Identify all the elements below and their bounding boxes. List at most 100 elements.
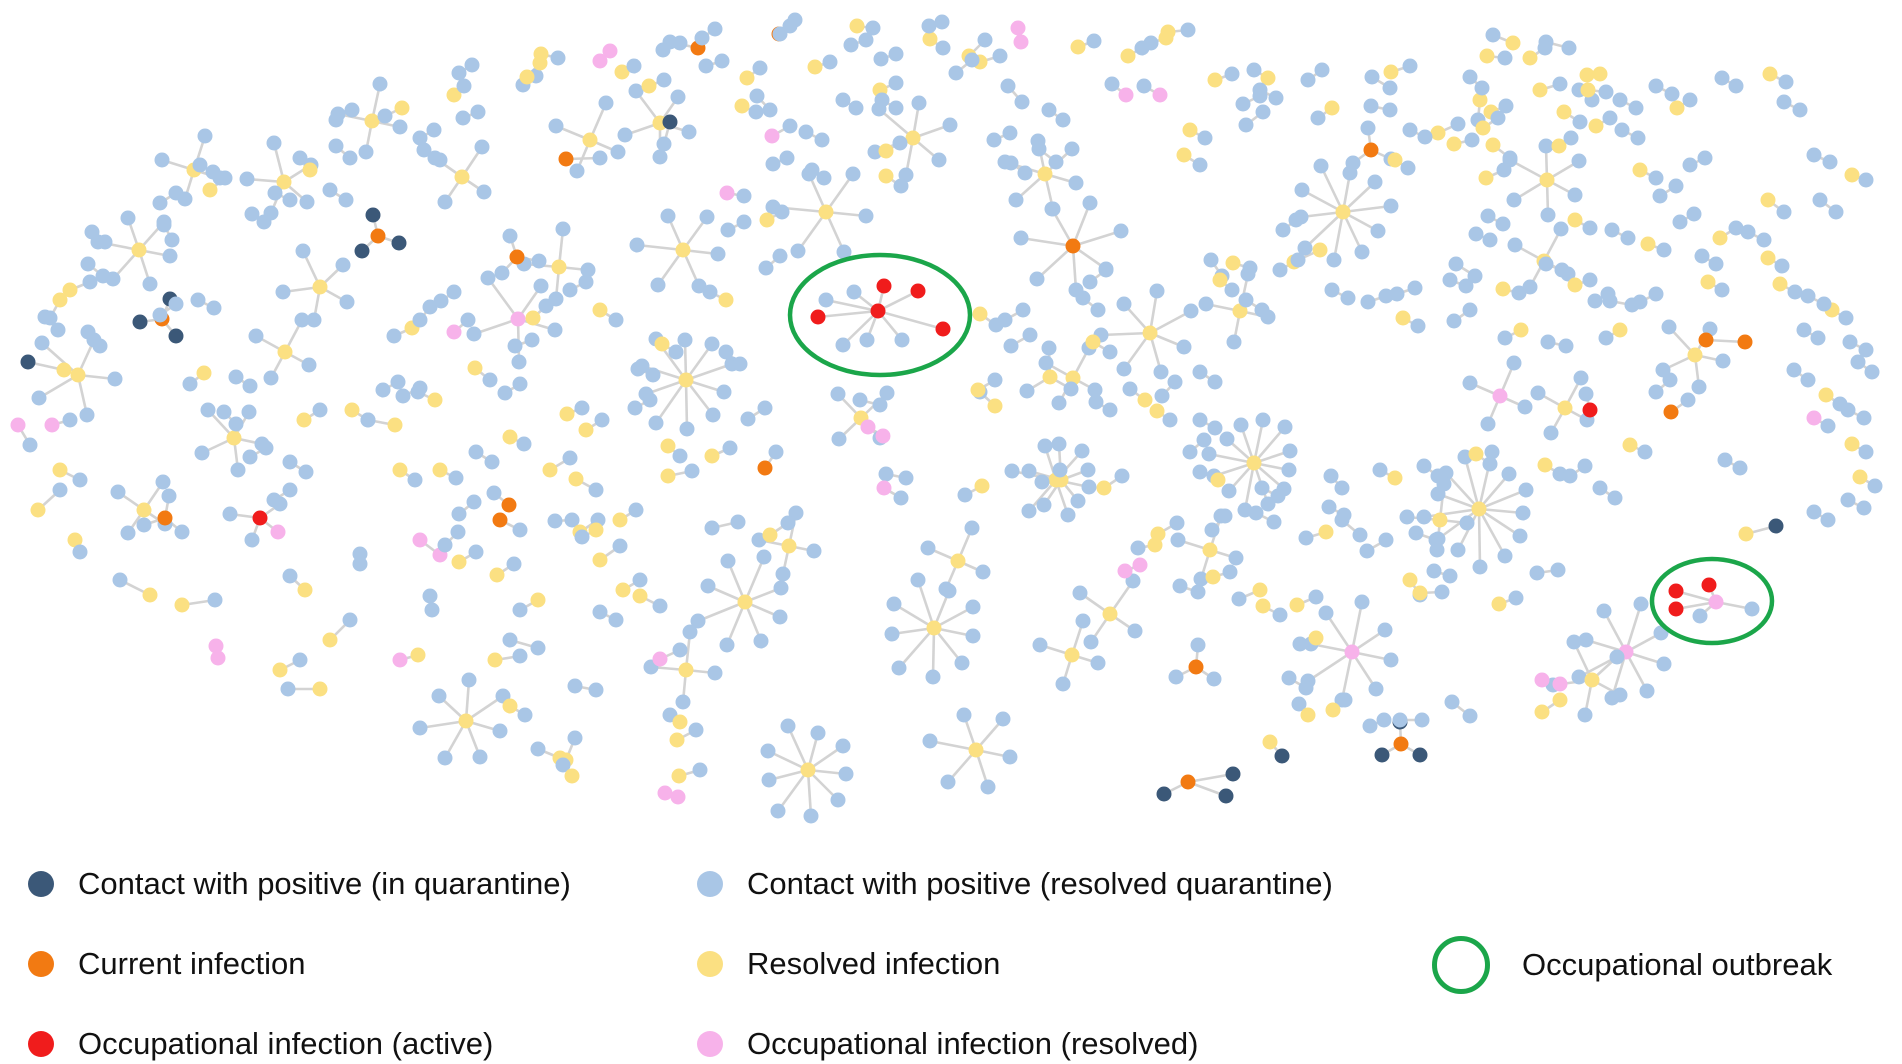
node-resolved-quarantine xyxy=(592,604,608,620)
node-occ-resolved xyxy=(208,638,224,654)
node-current xyxy=(757,460,773,476)
node-resolved xyxy=(502,429,518,445)
node-resolved xyxy=(922,31,938,47)
node-resolved-quarantine xyxy=(1728,78,1744,94)
node-resolved-quarantine xyxy=(377,108,393,124)
node-resolved-quarantine xyxy=(1840,402,1856,418)
node-resolved xyxy=(1513,322,1529,338)
node-resolved-quarantine xyxy=(1226,334,1242,350)
node-resolved-quarantine xyxy=(1840,492,1856,508)
node-resolved-quarantine xyxy=(1850,354,1866,370)
node-resolved-quarantine xyxy=(1134,40,1150,56)
node-resolved-quarantine xyxy=(266,492,282,508)
node-resolved-quarantine xyxy=(1661,319,1677,335)
node-resolved-quarantine xyxy=(1507,237,1523,253)
node-resolved xyxy=(131,242,147,258)
network-edge xyxy=(1478,473,1510,510)
node-resolved-quarantine xyxy=(1201,446,1217,462)
node-resolved-quarantine xyxy=(920,540,936,556)
node-resolved-quarantine xyxy=(1192,412,1208,428)
node-resolved-quarantine xyxy=(1272,262,1288,278)
node-resolved-quarantine xyxy=(1051,395,1067,411)
node-resolved-quarantine xyxy=(412,720,428,736)
node-resolved-quarantine xyxy=(779,150,795,166)
node-resolved-quarantine xyxy=(339,294,355,310)
node-resolved-quarantine xyxy=(1190,584,1206,600)
node-resolved xyxy=(1160,24,1176,40)
node-resolved xyxy=(312,279,328,295)
node-resolved-quarantine xyxy=(1515,505,1531,521)
node-resolved-quarantine xyxy=(1582,220,1598,236)
node-resolved xyxy=(1762,66,1778,82)
node-resolved-quarantine xyxy=(732,356,748,372)
network-edge xyxy=(776,769,810,812)
node-resolved-quarantine xyxy=(120,525,136,541)
node-resolved xyxy=(669,732,685,748)
node-resolved-quarantine xyxy=(1485,27,1501,43)
node-resolved xyxy=(1210,472,1226,488)
network-edge xyxy=(1437,507,1480,541)
node-resolved-quarantine xyxy=(1607,490,1623,506)
node-resolved-quarantine xyxy=(1474,80,1490,96)
node-resolved xyxy=(1760,192,1776,208)
node-occ-resolved xyxy=(1534,672,1550,688)
node-resolved-quarantine xyxy=(617,127,633,143)
node-resolved xyxy=(502,698,518,714)
node-resolved-quarantine xyxy=(806,543,822,559)
node-resolved xyxy=(818,204,834,220)
node-resolved-quarantine xyxy=(1444,694,1460,710)
node-resolved-quarantine xyxy=(164,232,180,248)
network-edge xyxy=(1149,309,1192,335)
network-edge xyxy=(1478,488,1527,511)
node-resolved-quarantine xyxy=(1192,464,1208,480)
node-resolved-quarantine xyxy=(1497,548,1513,564)
node-resolved xyxy=(1070,39,1086,55)
node-resolved-quarantine xyxy=(1055,676,1071,692)
node-resolved-quarantine xyxy=(1530,385,1546,401)
node-occ-resolved xyxy=(1132,557,1148,573)
node-resolved-quarantine xyxy=(1694,248,1710,264)
node-resolved-quarantine xyxy=(1490,110,1506,126)
node-resolved xyxy=(1471,501,1487,517)
node-current xyxy=(1663,404,1679,420)
node-resolved-quarantine xyxy=(1756,232,1772,248)
node-resolved xyxy=(1818,387,1834,403)
node-resolved xyxy=(1640,236,1656,252)
node-resolved xyxy=(394,100,410,116)
node-resolved xyxy=(1772,276,1788,292)
node-resolved-quarantine xyxy=(753,633,769,649)
network-edge xyxy=(685,362,733,382)
node-resolved-quarantine xyxy=(547,322,563,338)
node-resolved-quarantine xyxy=(1820,418,1836,434)
node-resolved-quarantine xyxy=(921,18,937,34)
node-resolved-quarantine xyxy=(592,150,608,166)
node-resolved-quarantine xyxy=(1806,147,1822,163)
node-resolved xyxy=(432,462,448,478)
node-resolved xyxy=(451,554,467,570)
node-resolved xyxy=(1495,281,1511,297)
node-resolved-quarantine xyxy=(692,762,708,778)
outbreak-ring xyxy=(787,252,973,378)
node-resolved xyxy=(1252,582,1268,598)
node-resolved-quarantine xyxy=(688,722,704,738)
node-resolved-quarantine xyxy=(608,312,624,328)
node-resolved-quarantine xyxy=(628,83,644,99)
node-resolved-quarantine xyxy=(1717,452,1733,468)
node-resolved-quarantine xyxy=(482,372,498,388)
node-resolved-quarantine xyxy=(567,730,583,746)
node-resolved xyxy=(1632,162,1648,178)
node-resolved-quarantine xyxy=(1620,230,1636,246)
node-resolved-quarantine xyxy=(1014,94,1030,110)
node-resolved-quarantine xyxy=(780,718,796,734)
node-resolved-quarantine xyxy=(1116,361,1132,377)
node-resolved xyxy=(392,462,408,478)
node-resolved-quarantine xyxy=(1472,559,1488,575)
node-resolved xyxy=(968,742,984,758)
node-resolved-quarantine xyxy=(1051,436,1067,452)
node-resolved-quarantine xyxy=(956,707,972,723)
node-resolved-quarantine xyxy=(816,170,832,186)
node-resolved-quarantine xyxy=(548,118,564,134)
node-resolved xyxy=(737,594,753,610)
node-current xyxy=(1698,332,1714,348)
